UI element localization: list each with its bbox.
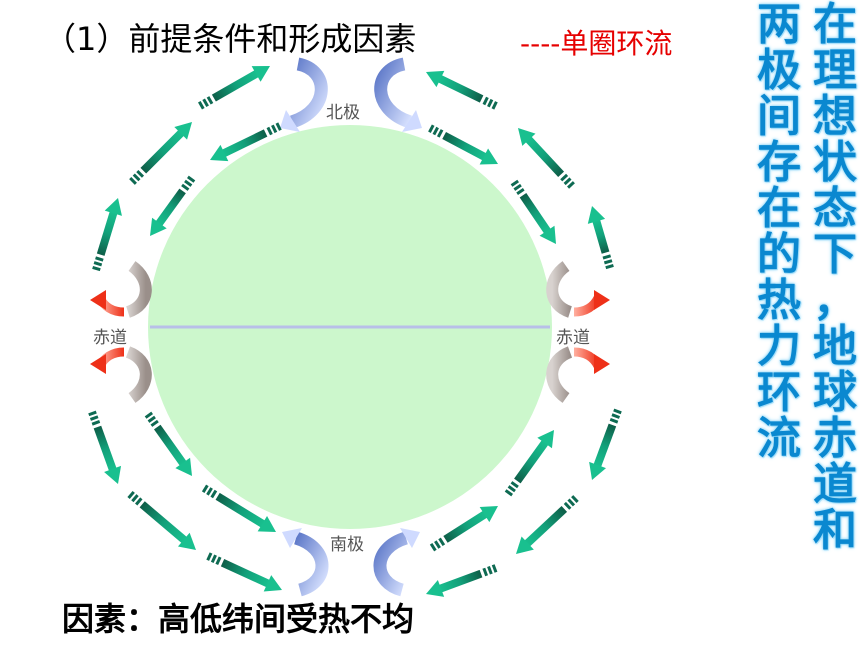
- equator-label-right: 赤道: [556, 328, 590, 348]
- side-text-left-char: 热: [757, 275, 801, 326]
- flow-arrow: [587, 205, 614, 270]
- side-text-column-right: 在理想状态下，地球赤道和: [808, 2, 860, 554]
- equator-right-rising-arrow-lower: [546, 346, 610, 403]
- north-pole-label: 北极: [326, 103, 360, 123]
- flow-arrow: [426, 70, 498, 110]
- side-text-left-char: 流: [757, 413, 801, 464]
- equator-right-rising-arrow-upper: [546, 261, 610, 318]
- side-text-right-char: 赤: [813, 413, 857, 464]
- side-text-right-char: 状: [813, 137, 857, 188]
- equator-label-left: 赤道: [93, 328, 127, 348]
- equator-left-rising-arrow-upper: [90, 261, 152, 318]
- flow-arrow: [129, 122, 192, 185]
- side-text-right-char: 道: [813, 459, 857, 510]
- side-text-right-char: ，: [813, 275, 857, 326]
- side-text-left-char: 存: [757, 137, 801, 188]
- flow-arrow: [518, 127, 575, 189]
- flow-arrow: [428, 124, 499, 165]
- north-pole-sinking-arrow-right: [374, 57, 422, 132]
- heading-subtitle: ----单圈环流: [520, 27, 673, 60]
- side-text-right-char: 下: [813, 229, 857, 280]
- side-text-left-char: 的: [757, 229, 801, 280]
- flow-arrow: [510, 179, 556, 245]
- flow-arrows: [88, 66, 622, 597]
- factor-caption: 因素：高低纬间受热不均: [62, 600, 415, 638]
- side-text-column-left: 两极间存在的热力环流: [752, 2, 806, 462]
- flow-arrow: [150, 175, 196, 237]
- flow-arrow: [516, 495, 579, 555]
- side-text-left-char: 极: [757, 45, 801, 96]
- flow-arrow: [429, 506, 499, 552]
- flow-arrow: [144, 411, 193, 477]
- south-pole-sinking-arrow-left: [282, 528, 329, 597]
- south-pole-sinking-arrow-right: [373, 528, 420, 597]
- flow-arrow: [198, 66, 270, 110]
- side-text-right-char: 态: [813, 183, 857, 234]
- flow-arrow: [88, 410, 122, 484]
- heading: （1）前提条件和形成因素: [44, 20, 417, 58]
- flow-arrow: [504, 430, 554, 497]
- side-text-right-char: 在: [813, 0, 857, 50]
- flow-arrow: [426, 564, 498, 597]
- side-text-right-char: 想: [813, 91, 857, 142]
- side-text-left-char: 两: [757, 0, 801, 50]
- flow-arrow: [206, 552, 283, 592]
- flow-arrow: [201, 484, 276, 532]
- side-text-right-char: 球: [813, 367, 857, 418]
- side-text-left-char: 环: [757, 367, 801, 418]
- flow-arrow: [92, 198, 122, 272]
- side-text-left-char: 在: [757, 183, 801, 234]
- side-text-right-char: 地: [813, 321, 857, 372]
- side-text-right-char: 和: [813, 505, 857, 556]
- side-text-right-char: 理: [813, 45, 857, 96]
- north-pole-sinking-arrow-left: [280, 57, 328, 132]
- flow-arrow: [127, 490, 197, 550]
- side-text-left-char: 间: [757, 91, 801, 142]
- flow-arrow: [210, 122, 282, 162]
- south-pole-label: 南极: [330, 535, 364, 555]
- side-text-left-char: 力: [757, 321, 801, 372]
- flow-arrow: [589, 408, 622, 480]
- equator-left-rising-arrow-lower: [90, 346, 152, 403]
